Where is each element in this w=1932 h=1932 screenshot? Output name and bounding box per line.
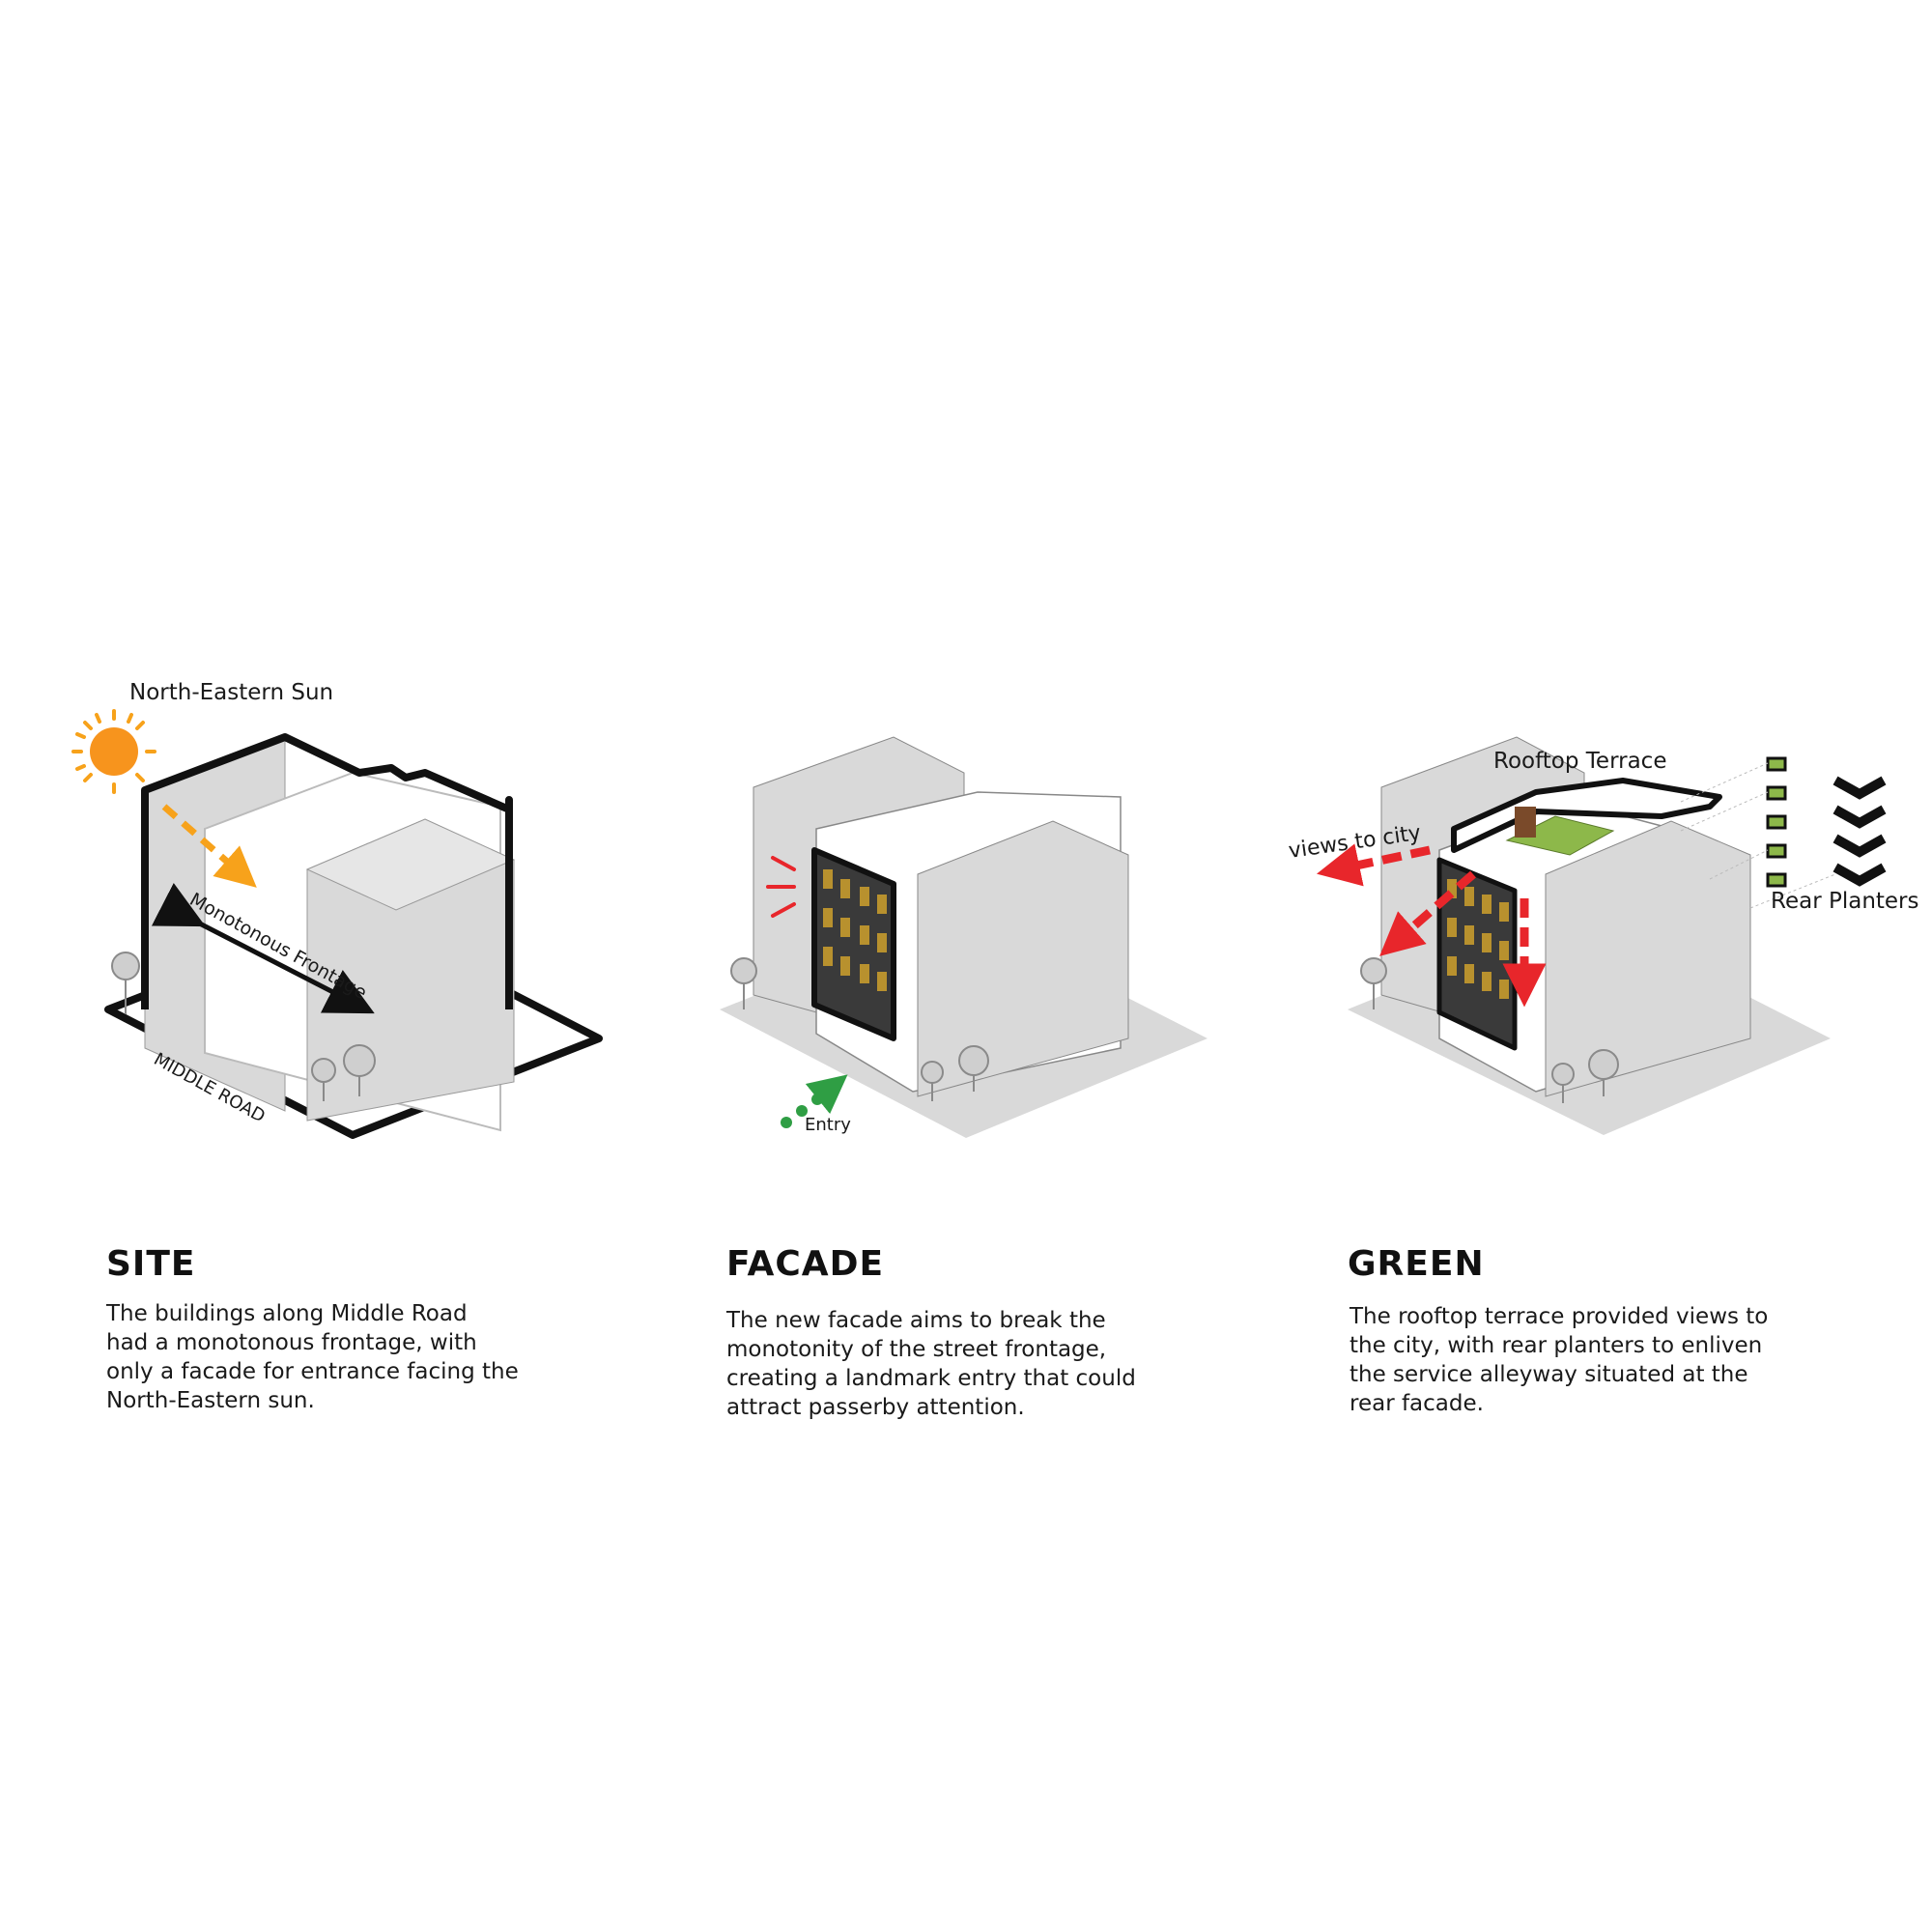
site-heading: SITE <box>106 1244 196 1284</box>
rooftop-terrace <box>1451 778 1722 853</box>
site-description: The buildings along Middle Road had a mo… <box>106 1299 519 1415</box>
entry-label: Entry <box>805 1115 851 1135</box>
terrace-lawn <box>1505 815 1615 856</box>
green-diagram: Rooftop Terrace views to city Rear Plant… <box>1287 736 1919 1135</box>
terrace-label: Rooftop Terrace <box>1493 749 1666 774</box>
facade-description-line: The new facade aims to break the <box>726 1308 1106 1333</box>
tree-icon <box>1551 1049 1619 1103</box>
tree-icon <box>921 1045 989 1101</box>
facade-description-line: creating a landmark entry that could <box>726 1366 1136 1391</box>
views-arrow <box>1316 843 1431 887</box>
site-diagram: North-Eastern Sun Monotonous Frontage MI… <box>71 680 603 1139</box>
green-description: The rooftop terrace provided views to th… <box>1350 1302 1768 1418</box>
green-description-line: the service alleyway situated at the <box>1350 1362 1748 1387</box>
site-description-line: North-Eastern sun. <box>106 1388 315 1413</box>
attention-marks <box>766 856 796 918</box>
tree-icon <box>1360 957 1387 1009</box>
rear-planters <box>1766 756 1887 888</box>
new-facade-screen <box>811 847 896 1041</box>
facade-diagram: Entry <box>720 736 1208 1138</box>
frontage-arrow <box>151 883 375 1014</box>
entry-arrow <box>781 1074 848 1128</box>
facade-gold-panels <box>823 869 887 991</box>
tree-icon <box>311 1044 376 1101</box>
green-description-line: the city, with rear planters to enliven <box>1350 1333 1763 1358</box>
sun-ray-arrow <box>161 804 257 888</box>
facade-description: The new facade aims to break the monoton… <box>726 1306 1136 1422</box>
facade-description-line: monotonity of the street frontage, <box>726 1337 1107 1362</box>
site-description-line: only a facade for entrance facing the <box>106 1359 519 1384</box>
site-description-line: The buildings along Middle Road <box>106 1301 468 1326</box>
tree-icon <box>730 957 757 1009</box>
green-heading: GREEN <box>1348 1244 1485 1284</box>
green-right-building <box>1545 820 1751 1097</box>
green-description-line: The rooftop terrace provided views to <box>1350 1304 1769 1329</box>
tree-icon <box>111 952 140 1014</box>
terrace-pavilion <box>1515 807 1536 838</box>
sun-label: North-Eastern Sun <box>129 680 333 705</box>
facade-right-building <box>917 820 1129 1097</box>
green-description-line: rear facade. <box>1350 1391 1484 1416</box>
planters-label: Rear Planters <box>1771 889 1919 914</box>
views-arrow <box>1379 870 1476 956</box>
green-facade-screen <box>1436 857 1518 1051</box>
frontage-outline <box>141 733 513 1009</box>
green-facade-gold-panels <box>1447 879 1509 999</box>
facade-heading: FACADE <box>726 1244 885 1284</box>
facade-description-line: attract passerby attention. <box>726 1395 1025 1420</box>
sun-icon <box>71 709 156 794</box>
site-description-line: had a monotonous frontage, with <box>106 1330 477 1355</box>
planter-guides <box>1680 762 1836 909</box>
